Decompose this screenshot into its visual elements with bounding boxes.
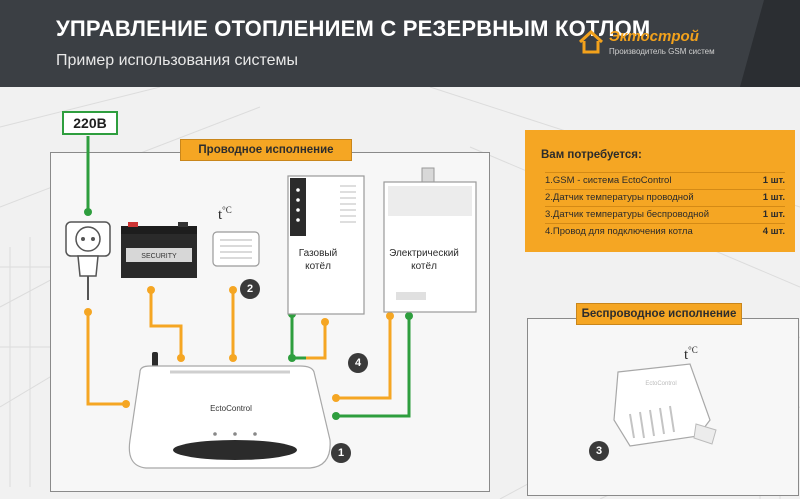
temp-symbol: t <box>218 207 223 223</box>
house-logo-icon <box>578 30 604 54</box>
wired-setup-panel <box>50 152 490 492</box>
temp-unit: °C <box>222 205 232 215</box>
electric-boiler-label: Электрический котёл <box>389 248 459 272</box>
gas-boiler-label: Газовый котёл <box>298 248 338 272</box>
header-corner-wedge <box>740 0 800 87</box>
badge-3: 3 <box>589 441 609 461</box>
requirement-item: 4.Провод для подключения котла 4 шт. <box>545 223 785 240</box>
wireless-temperature-mark: t°C <box>684 345 698 364</box>
badge-4: 4 <box>348 353 368 373</box>
requirement-qty: 1 шт. <box>762 175 785 186</box>
company-logo: Эктострой Производитель GSM систем <box>578 28 728 62</box>
badge-2: 2 <box>240 279 260 299</box>
wired-panel-label: Проводное исполнение <box>180 139 352 161</box>
requirement-qty: 1 шт. <box>762 209 785 220</box>
header-banner: УПРАВЛЕНИЕ ОТОПЛЕНИЕМ С РЕЗЕРВНЫМ КОТЛОМ… <box>0 0 800 87</box>
requirement-item: 1.GSM - система EctoControl 1 шт. <box>545 172 785 189</box>
wireless-setup-panel <box>527 318 799 496</box>
requirements-list: 1.GSM - система EctoControl 1 шт. 2.Датч… <box>545 172 785 240</box>
requirement-label: 2.Датчик температуры проводной <box>545 192 694 203</box>
wireless-panel-label: Беспроводное исполнение <box>576 303 742 325</box>
page-subtitle: Пример использования системы <box>56 52 299 69</box>
temp-unit: °C <box>688 345 698 355</box>
voltage-label: 220В <box>62 111 118 135</box>
requirement-label: 3.Датчик температуры беспроводной <box>545 209 710 220</box>
requirement-label: 1.GSM - система EctoControl <box>545 175 672 186</box>
requirements-title: Вам потребуется: <box>541 149 642 161</box>
requirement-label: 4.Провод для подключения котла <box>545 226 693 237</box>
requirement-item: 2.Датчик температуры проводной 1 шт. <box>545 189 785 206</box>
page-title: УПРАВЛЕНИЕ ОТОПЛЕНИЕМ С РЕЗЕРВНЫМ КОТЛОМ <box>56 16 651 41</box>
requirement-item: 3.Датчик температуры беспроводной 1 шт. <box>545 206 785 223</box>
requirements-box: Вам потребуется: 1.GSM - система EctoCon… <box>525 130 795 252</box>
badge-1: 1 <box>331 443 351 463</box>
requirement-qty: 4 шт. <box>762 226 785 237</box>
battery-brand-label: SECURITY <box>141 253 177 260</box>
logo-tagline: Производитель GSM систем <box>609 47 715 56</box>
sensor-brand-label: EctoControl <box>645 381 677 387</box>
temp-symbol: t <box>684 347 689 363</box>
wired-temperature-mark: t°C <box>218 205 232 224</box>
requirement-qty: 1 шт. <box>762 192 785 203</box>
controller-brand-label: EctoControl <box>210 404 252 413</box>
logo-name: Эктострой <box>609 28 699 45</box>
